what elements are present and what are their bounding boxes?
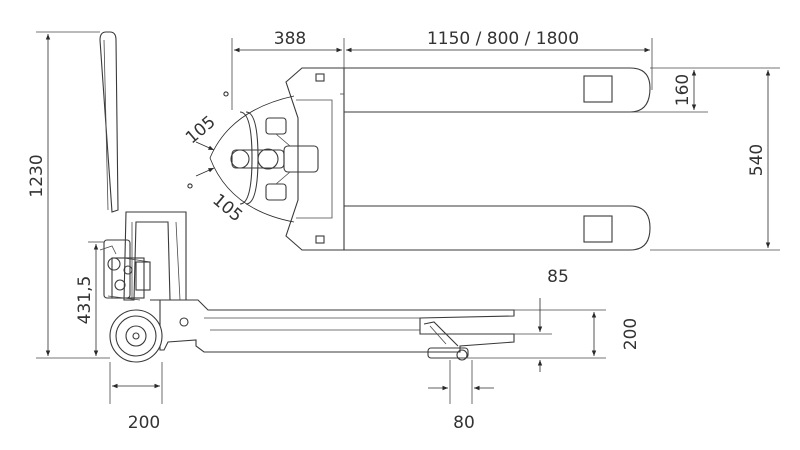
steer-wheel-diameter-label: 200 [128,413,160,433]
steering-wheel [109,309,163,363]
dimension-labels: 1230 431,5 388 1150 / 800 / 1800 160 540… [27,29,767,433]
overall-height-label: 1230 [27,154,47,197]
lower-fork-top [344,205,651,251]
dimension-lines [36,31,780,404]
chassis-top [285,67,345,251]
steering-angle-top-label: 105 [182,112,220,148]
raised-height-label: 200 [621,318,641,350]
pump-mechanism [99,239,151,301]
side-view [99,31,515,363]
fork-length-label: 1150 / 800 / 1800 [427,29,579,49]
load-roller-width-label: 80 [453,413,475,433]
steer-wheel-height-label: 431,5 [75,276,95,325]
handle-top [230,111,319,205]
top-view [209,67,651,251]
overall-width-label: 540 [747,144,767,176]
load-roller [427,347,469,361]
lowered-height-label: 85 [547,267,569,287]
pump-body [123,211,187,301]
upper-fork-top [344,67,651,113]
steering-angle-bottom-degree: ° [186,181,195,201]
handle-shaft [99,31,119,213]
handle-offset-label: 388 [274,29,306,49]
steering-angle-top-degree: ° [222,89,231,109]
fork-width-label: 160 [673,74,693,106]
steering-angle-bottom-label: 105 [208,190,246,226]
fork-side-profile [150,299,515,353]
